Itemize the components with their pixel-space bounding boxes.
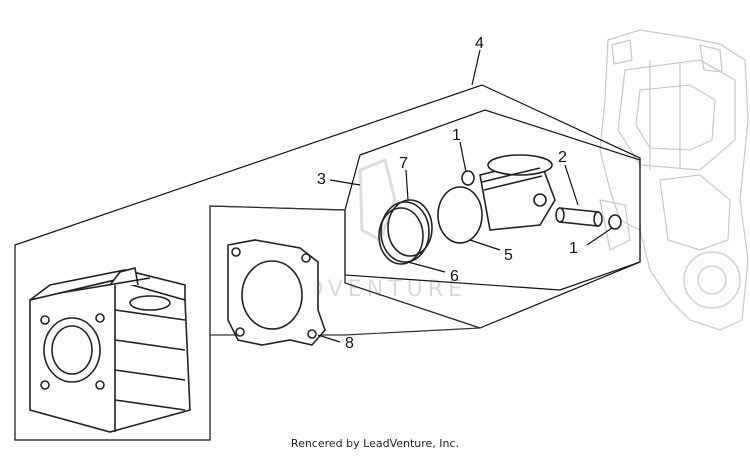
cylinder-block (29, 267, 191, 433)
piston-pin (555, 207, 603, 227)
callout-8: 8 (345, 335, 354, 352)
callout-1-upper: 1 (452, 127, 461, 144)
callout-7: 7 (399, 155, 408, 172)
callout-5: 5 (504, 247, 513, 264)
circlip-lower (608, 214, 622, 230)
callout-labels: 4 3 1 7 2 1 5 6 8 (317, 35, 578, 352)
piston-rings-set (378, 199, 433, 265)
leader-lines (317, 49, 613, 343)
gasket-group-outline (209, 205, 481, 336)
callout-6: 6 (450, 268, 459, 285)
footer-credit: Rencered by LeadVenture, Inc. (290, 437, 460, 450)
piston (479, 154, 556, 231)
callout-3: 3 (317, 171, 326, 188)
crankcase-ghost-drawing (599, 29, 749, 331)
cylinder-head-gasket (227, 239, 326, 346)
callout-1-lower: 1 (569, 240, 578, 257)
circlip-upper (461, 170, 475, 186)
callout-4: 4 (475, 35, 484, 52)
callout-2: 2 (558, 149, 567, 166)
oil-control-ring (437, 186, 483, 244)
